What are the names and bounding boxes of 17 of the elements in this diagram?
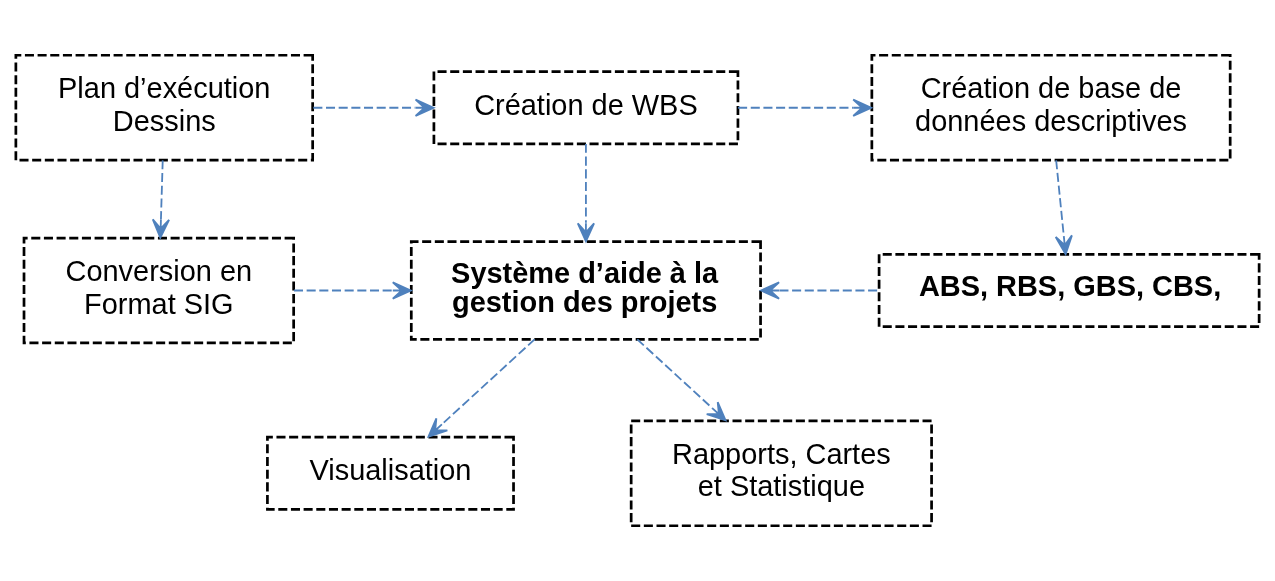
node-box: ABS, RBS, GBS, CBS, (877, 252, 1261, 329)
arrow (293, 281, 412, 300)
node-box: Visualisation (266, 435, 515, 511)
arrow (312, 98, 435, 117)
node-box: Système d’aide à la gestion des projets (409, 240, 762, 341)
node-box: Rapports, Cartes et Statistique (629, 419, 933, 528)
node-box: Création de base de données descriptives (870, 53, 1232, 162)
arrow (760, 281, 880, 300)
arrow (151, 159, 170, 239)
arrow (636, 338, 727, 422)
arrow (1054, 159, 1073, 256)
node-box: Création de WBS (432, 70, 740, 146)
arrow (737, 98, 873, 117)
arrow (576, 143, 595, 243)
arrow (427, 338, 536, 438)
node-box: Plan d’exécution Dessins (14, 53, 314, 162)
node-box: Conversion en Format SIG (22, 236, 295, 345)
